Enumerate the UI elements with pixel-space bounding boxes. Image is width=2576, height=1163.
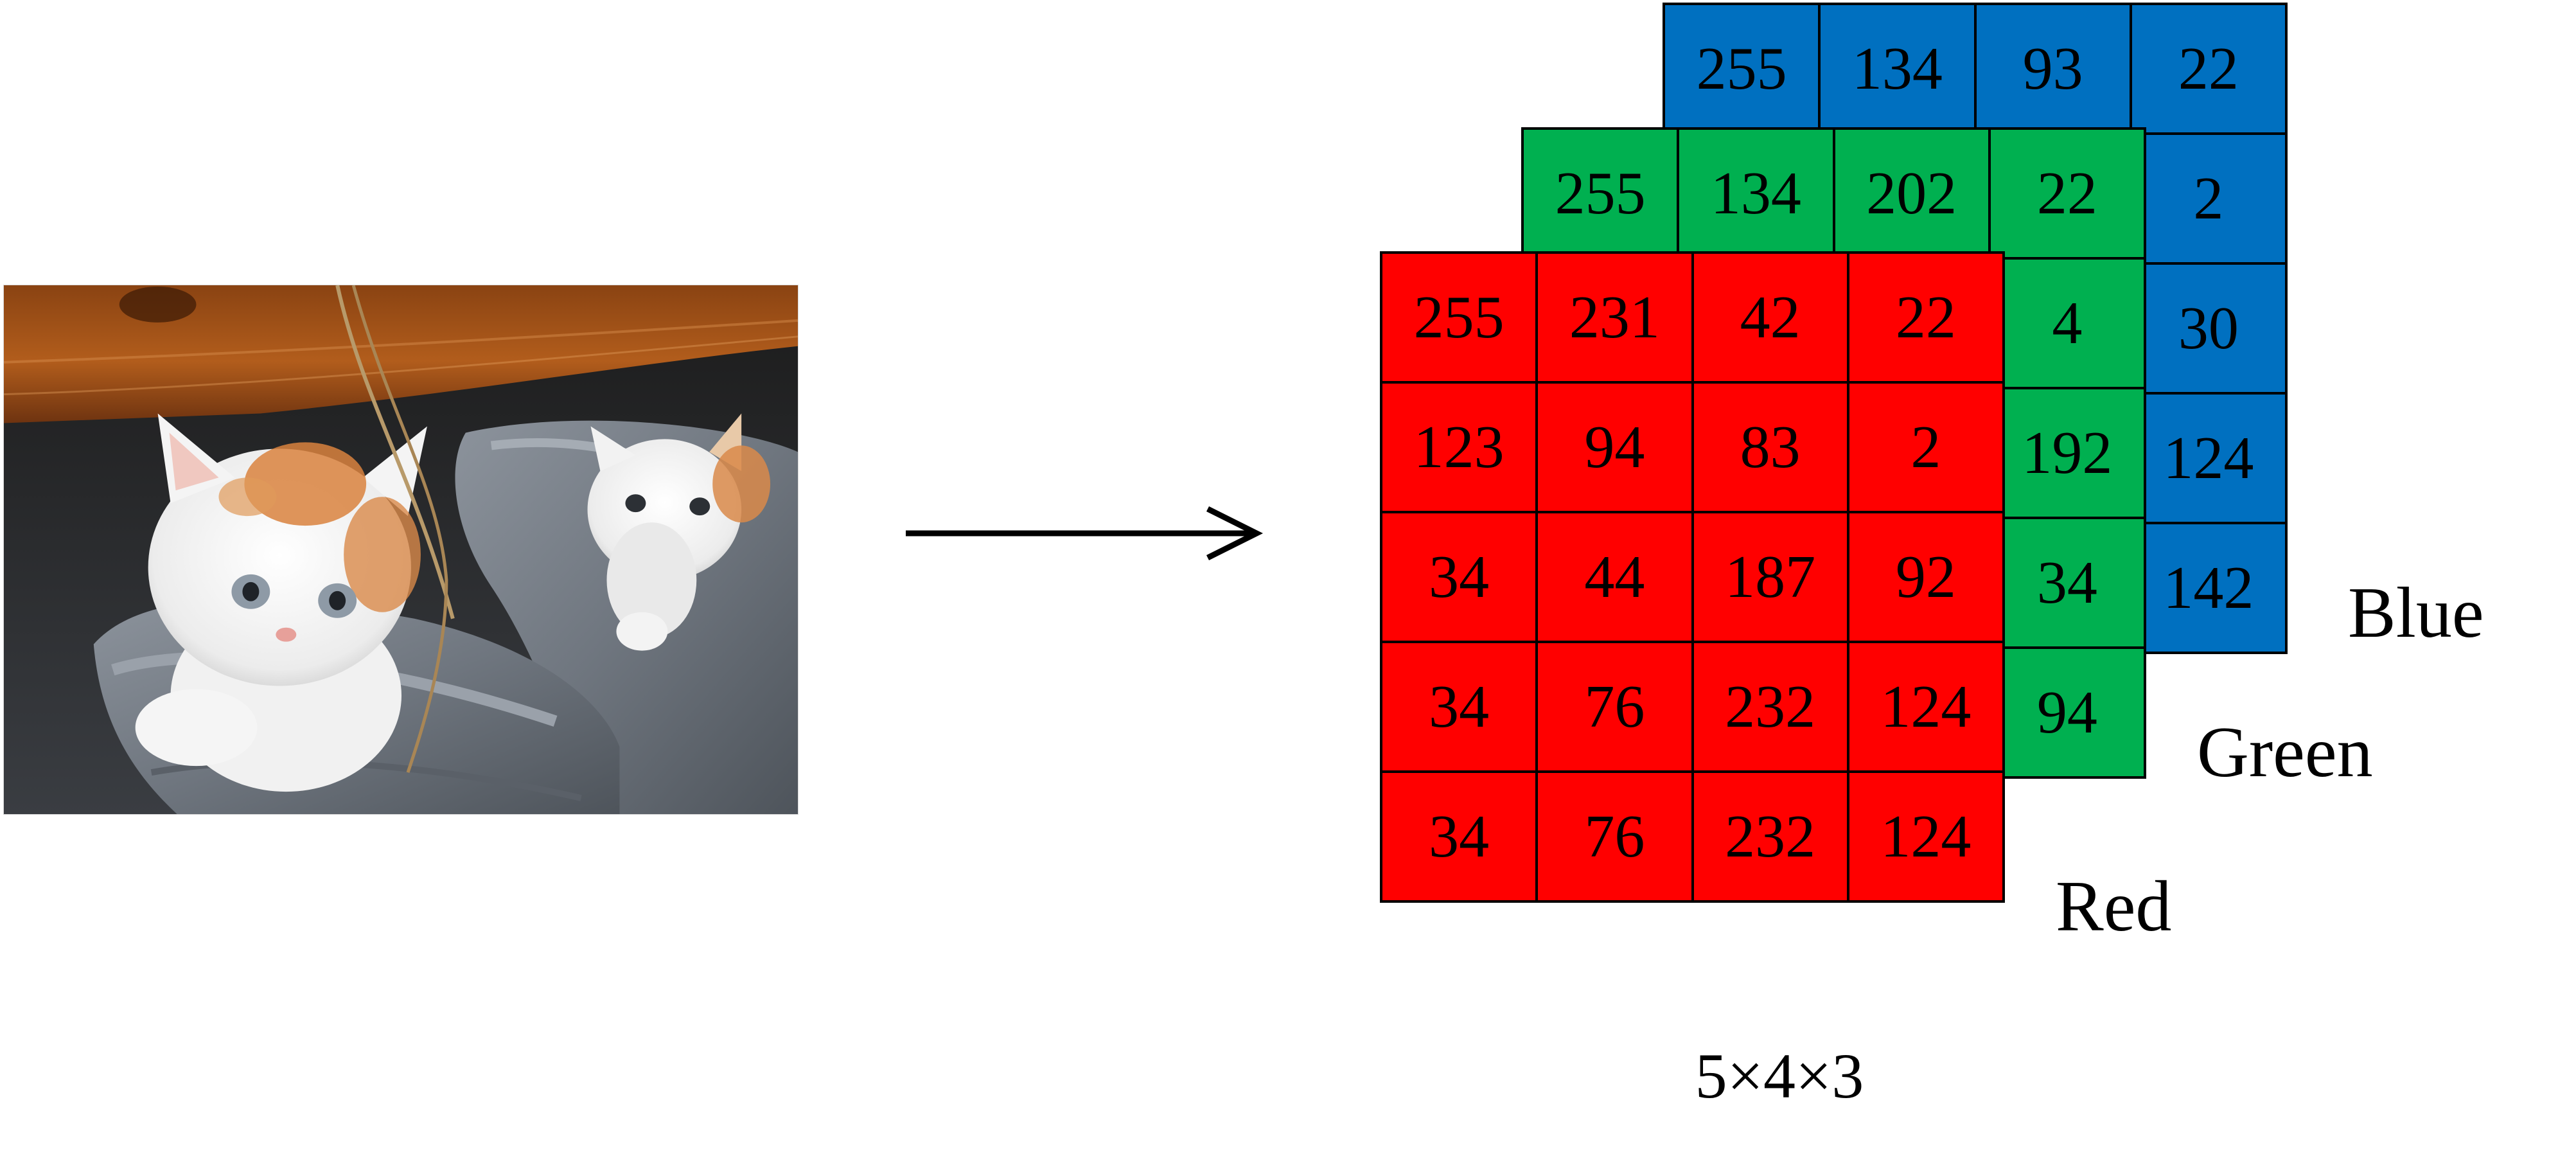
red-cell: 34 bbox=[1382, 513, 1539, 643]
green-cell: 4 bbox=[1990, 260, 2146, 389]
green-cell: 255 bbox=[1524, 130, 1680, 260]
red-cell: 232 bbox=[1693, 643, 1849, 773]
red-cell: 76 bbox=[1538, 773, 1694, 903]
red-cell: 44 bbox=[1538, 513, 1694, 643]
red-cell: 232 bbox=[1693, 773, 1849, 903]
green-cell: 202 bbox=[1835, 130, 1991, 260]
red-cell: 2 bbox=[1849, 384, 2005, 513]
blue-cell: 134 bbox=[1821, 5, 1977, 135]
tensor-dimensions: 5×4×3 bbox=[1695, 1040, 1864, 1112]
green-cell: 22 bbox=[1990, 130, 2146, 260]
blue-cell: 30 bbox=[2131, 265, 2288, 395]
red-cell: 76 bbox=[1538, 643, 1694, 773]
green-cell: 34 bbox=[1990, 519, 2146, 649]
green-channel-label: Green bbox=[2197, 713, 2373, 792]
green-cell: 94 bbox=[1990, 649, 2146, 779]
red-cell: 34 bbox=[1382, 643, 1539, 773]
red-cell: 34 bbox=[1382, 773, 1539, 903]
red-cell: 187 bbox=[1693, 513, 1849, 643]
blue-cell: 255 bbox=[1665, 5, 1821, 135]
red-cell: 123 bbox=[1382, 384, 1539, 513]
red-cell: 94 bbox=[1538, 384, 1694, 513]
red-cell: 92 bbox=[1849, 513, 2005, 643]
blue-cell: 22 bbox=[2131, 5, 2288, 135]
red-cell: 124 bbox=[1849, 643, 2005, 773]
green-cell: 192 bbox=[1990, 389, 2146, 519]
blue-cell: 2 bbox=[2131, 135, 2288, 265]
blue-cell: 93 bbox=[1976, 5, 2132, 135]
blue-cell: 142 bbox=[2131, 524, 2288, 654]
blue-cell: 124 bbox=[2131, 395, 2288, 524]
red-cell: 22 bbox=[1849, 254, 2005, 384]
kitten-photo bbox=[3, 285, 798, 815]
blue-channel-label: Blue bbox=[2348, 573, 2484, 653]
red-cell: 231 bbox=[1538, 254, 1694, 384]
green-cell: 134 bbox=[1679, 130, 1835, 260]
transform-arrow bbox=[899, 495, 1266, 572]
red-cell: 42 bbox=[1693, 254, 1849, 384]
red-cell: 255 bbox=[1382, 254, 1539, 384]
red-cell: 83 bbox=[1693, 384, 1849, 513]
red-channel-label: Red bbox=[2056, 867, 2172, 946]
red-cell: 124 bbox=[1849, 773, 2005, 903]
